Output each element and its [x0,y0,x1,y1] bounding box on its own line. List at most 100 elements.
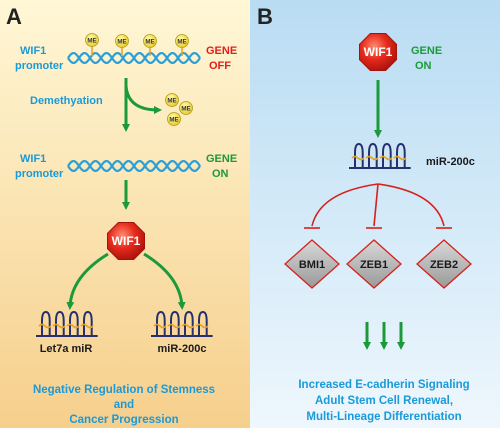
methyl-group: ME [179,101,193,115]
methyl-label: ME [169,116,178,123]
panel-a-caption-line3: Cancer Progression [69,414,178,426]
wif1-promoter-bottom-line2: promoter [15,168,64,180]
methyl-ball [165,93,179,107]
mirna-bulge [365,155,379,161]
target-zeb1: ZEB1 [346,239,402,289]
mirna-bulge [52,323,66,329]
inhibit-zeb2-line [377,183,445,227]
gene-on-b-line1: GENE [411,45,442,57]
gene-on-a-line1: GENE [206,153,237,165]
mirna-bulge [38,323,52,329]
methyl-label: ME [167,97,176,104]
target-diamond [346,239,402,289]
target-zeb2: ZEB2 [416,239,472,289]
mirna-bulge [195,323,209,329]
panel-a-background [0,0,250,428]
panel-a-caption-line1: Negative Regulation of Stemness [33,384,215,396]
mirna-bulge [351,155,365,161]
panel-b-caption-line2: Adult Stem Cell Renewal, [315,395,453,407]
mir200c-hairpins-b [349,142,411,169]
dna-strand-2 [67,159,201,173]
mirna-hairpin [396,142,406,168]
mirna-bulge [379,155,393,161]
methyl-group: ME [165,93,179,107]
inhibition-lines [304,183,452,229]
let7a-mirna-hairpins [36,310,98,337]
panel-b-letter: B [257,4,273,29]
methyl-group: ME [85,33,99,47]
panel-a-letter: A [6,4,22,29]
methyl-group: ME [175,34,189,48]
target-diamond [416,239,472,289]
gene-off-line2: OFF [209,60,231,72]
target-label: ZEB2 [430,259,458,271]
gene-on-a-line2: ON [212,168,229,180]
target-label: ZEB1 [360,259,388,271]
demethylation-label: Demethyation [30,95,103,107]
demethylation-side-arrow [124,85,162,114]
methyl-label: ME [181,105,190,112]
methyl-ball [167,112,181,126]
methyl-ball [85,33,99,47]
dna-strand-2 [67,51,201,65]
mirna-hairpin [170,310,180,336]
dna-helix-top [67,51,201,65]
mirna-hairpin [83,310,93,336]
wif1-to-mir200c-arrow-a [143,252,186,310]
wif1-to-let7a-arrow [66,252,109,310]
methyl-label: ME [117,38,126,45]
gene-off-line1: GENE [206,45,237,57]
panel-b-caption-line1: Increased E-cadherin Signaling [298,379,469,391]
mirna-hairpin [41,310,51,336]
target-genes: BMI1 ZEB1 ZEB2 [284,239,472,289]
mir200c-label-a: miR-200c [158,343,207,355]
mirna-bulge [167,323,181,329]
wif1-promoter-top-line1: WIF1 [20,45,46,57]
target-bmi1: BMI1 [284,239,340,289]
methyl-ball [143,34,157,48]
mirna-bulge [181,323,195,329]
mirna-bulge [80,323,94,329]
mirna-hairpin [354,142,364,168]
target-diamond [284,239,340,289]
mirna-hairpin [156,310,166,336]
mirna-hairpin [368,142,378,168]
methyl-label: ME [87,37,96,44]
mirna-bulge [393,155,407,161]
methyl-ball [115,34,129,48]
panel-b-caption-line3: Multi-Lineage Differentiation [306,411,461,423]
methyl-groups-attached: ME ME ME ME [85,33,189,56]
dna-helix-bottom [67,159,201,173]
methyl-label: ME [145,38,154,45]
wif1-protein-node-b [359,33,397,71]
mirna-hairpin [184,310,194,336]
methyl-group: ME [115,34,129,48]
methyl-ball [179,101,193,115]
mirna-hairpin [198,310,208,336]
gene-on-b-line2: ON [415,60,432,72]
let7a-mir-label: Let7a miR [40,343,93,355]
mirna-hairpin [382,142,392,168]
wif1-promoter-bottom-line1: WIF1 [20,153,46,165]
inhibit-zeb1-line [373,183,379,227]
target-label: BMI1 [299,259,325,271]
inhibit-bmi1-line [311,183,379,227]
methyl-ball [175,34,189,48]
mirna-bulge [153,323,167,329]
wif1-node-b-label: WIF1 [364,45,393,59]
methyl-group: ME [167,112,181,126]
mir200c-label-b: miR-200c [426,156,475,168]
wif1-node-a-label: WIF1 [112,234,141,248]
mir200c-hairpins-a [151,310,213,337]
panel-a-caption-line2: and [114,399,134,411]
methyl-label: ME [177,38,186,45]
wif1-promoter-top-line2: promoter [15,60,64,72]
mirna-bulge [66,323,80,329]
methyl-group: ME [143,34,157,48]
mirna-hairpin [69,310,79,336]
mirna-hairpin [55,310,65,336]
wif1-protein-node-a [107,222,145,260]
